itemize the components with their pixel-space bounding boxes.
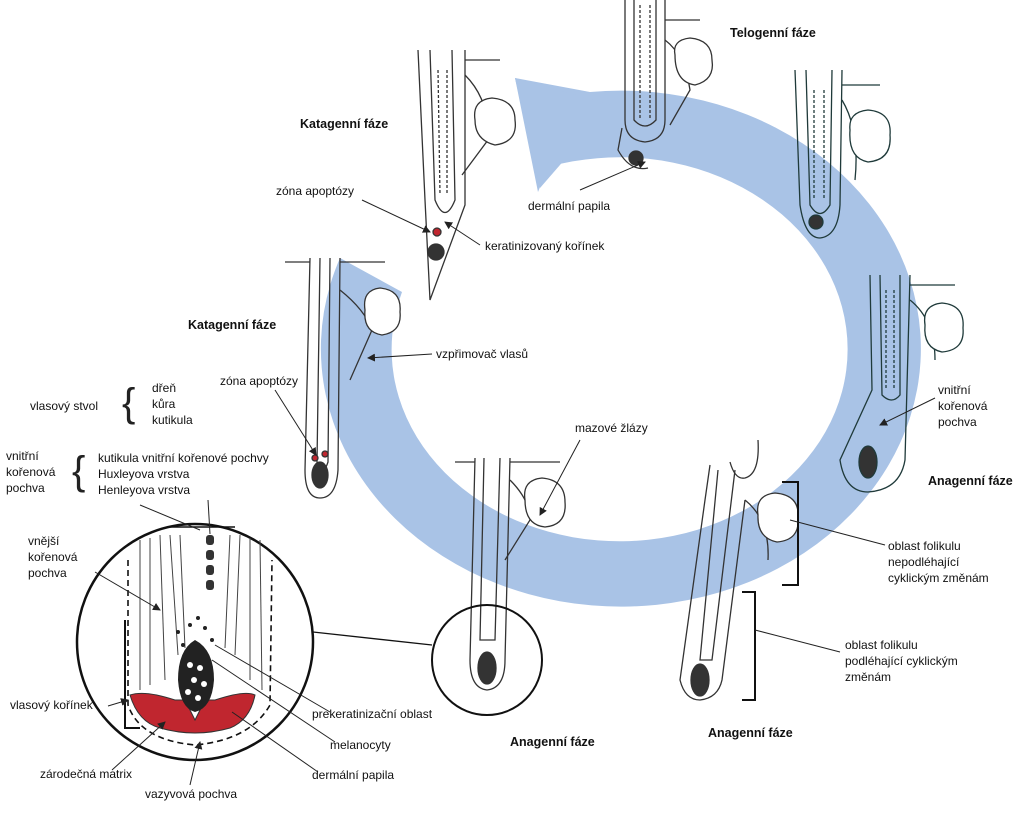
label-keratinized-root: keratinizovaný kořínek — [485, 239, 605, 253]
phase-label-anagen-center: Anagenní fáze — [510, 735, 595, 749]
label-inner-root-sheath-parts: kutikula vnitřní kořenové pochvy Huxleyo… — [98, 451, 269, 497]
label-dermal-papilla-top: dermální papila — [528, 199, 611, 213]
phase-label-katagen-mid: Katagenní fáze — [188, 318, 277, 332]
follicle-katagen-top — [417, 49, 516, 301]
follicle-detail-magnified — [75, 522, 543, 762]
label-dermal-papilla-bottom: dermální papila — [312, 768, 395, 782]
label-prekeratinization: prekeratinizační oblast — [312, 707, 433, 721]
cycle-arrow — [320, 78, 921, 607]
label-apoptosis-zone-top: zóna apoptózy — [276, 184, 355, 198]
region-brackets — [742, 481, 799, 701]
follicle-katagen-mid — [285, 257, 401, 499]
follicle-anagen-center — [455, 457, 566, 691]
label-germinal-matrix: zárodečná matrix — [40, 767, 133, 781]
label-inner-root-sheath-left: vnitřní kořenová pochva — [6, 449, 56, 495]
brace-inner-root-sheath: { — [72, 449, 86, 493]
label-hair-shaft-parts: dřeň kůra kutikula — [152, 381, 193, 427]
label-hair-shaft: vlasový stvol — [30, 399, 99, 413]
brace-hair-shaft: { — [122, 381, 136, 425]
phase-label-anagen-bottom-right: Anagenní fáze — [708, 726, 793, 740]
label-region-cyclic: oblast folikulu podléhající cyklickým zm… — [845, 638, 958, 684]
label-sebaceous-glands: mazové žlázy — [575, 421, 648, 435]
label-region-not-cyclic: oblast folikulu nepodléhající cyklickým … — [888, 539, 989, 585]
label-arrector-pili: vzpřimovač vlasů — [436, 347, 529, 361]
phase-label-anagen-right: Anagenní fáze — [928, 474, 1013, 488]
label-inner-root-sheath-right: vnitřní kořenová pochva — [938, 383, 988, 429]
phase-label-katagen-top: Katagenní fáze — [300, 117, 389, 131]
leader-lines — [94, 161, 936, 786]
follicle-anagen-right — [839, 274, 964, 493]
label-melanocytes: melanocyty — [330, 738, 391, 752]
follicle-telogen-right — [794, 69, 891, 239]
label-apoptosis-zone-mid: zóna apoptózy — [220, 374, 299, 388]
label-connective-sheath: vazyvová pochva — [145, 787, 238, 801]
follicle-anagen-right-bottom — [679, 439, 799, 701]
label-hair-root: vlasový kořínek — [10, 698, 93, 712]
phase-label-telogen: Telogenní fáze — [730, 26, 816, 40]
label-outer-root-sheath: vnější kořenová pochva — [28, 534, 78, 580]
